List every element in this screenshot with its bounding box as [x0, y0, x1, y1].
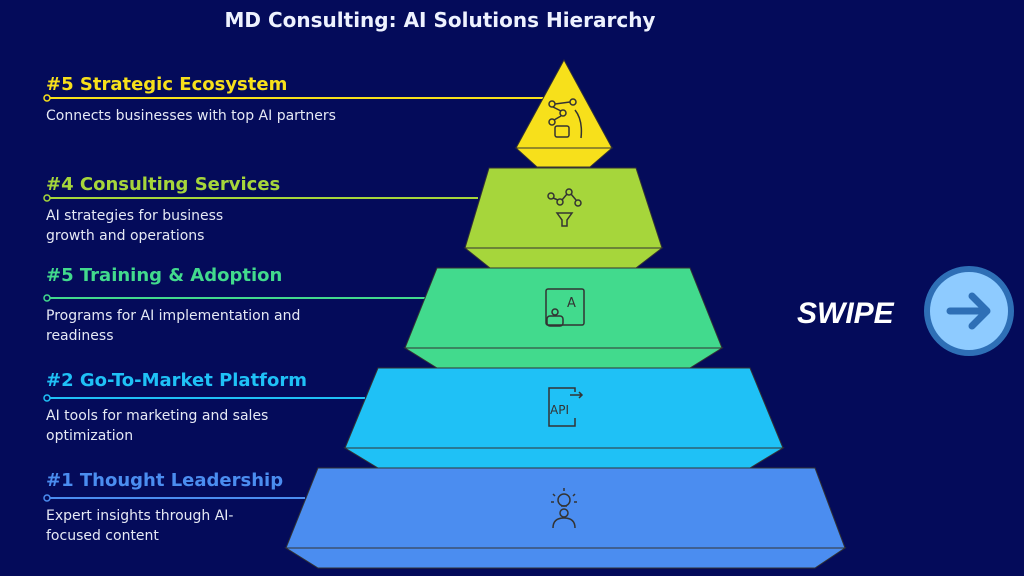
tier-2-description: AI tools for marketing and sales optimiz… — [46, 408, 269, 444]
tier-1-label: #1 Thought Leadership — [46, 470, 284, 491]
tier-3-label: #5 Training & Adoption — [46, 265, 283, 286]
network-hand-icon — [548, 98, 583, 139]
tier-5-shape — [43, 58, 614, 168]
lightbulb-person-icon — [551, 488, 577, 529]
tier-4-label: #4 Consulting Services — [46, 174, 281, 195]
tier-1-description: Expert insights through AI-focused conte… — [46, 508, 234, 544]
tier-3-shape: A — [43, 267, 724, 369]
arrow-right-icon — [946, 292, 991, 330]
svg-text:API: API — [550, 403, 569, 417]
svg-text:A: A — [567, 296, 576, 311]
tier-4-description: AI strategies for business growth and op… — [46, 208, 224, 244]
tier-1-shape — [43, 467, 847, 569]
tier-4-shape — [43, 167, 664, 269]
tier-2-label: #2 Go-To-Market Platform — [46, 370, 308, 391]
tier-5-description: Connects businesses with top AI partners — [46, 108, 336, 124]
robot-chat-icon: A — [545, 288, 585, 327]
tier-3-description: Programs for AI implementation and readi… — [46, 308, 301, 344]
api-icon: API — [548, 387, 584, 427]
funnel-nodes-icon — [547, 188, 582, 227]
swipe-label: SWIPE — [797, 297, 894, 330]
swipe-button[interactable] — [924, 266, 1014, 356]
tier-5-label: #5 Strategic Ecosystem — [46, 74, 288, 95]
page-title: MD Consulting: AI Solutions Hierarchy — [224, 8, 656, 32]
tier-2-shape: API — [43, 367, 785, 469]
